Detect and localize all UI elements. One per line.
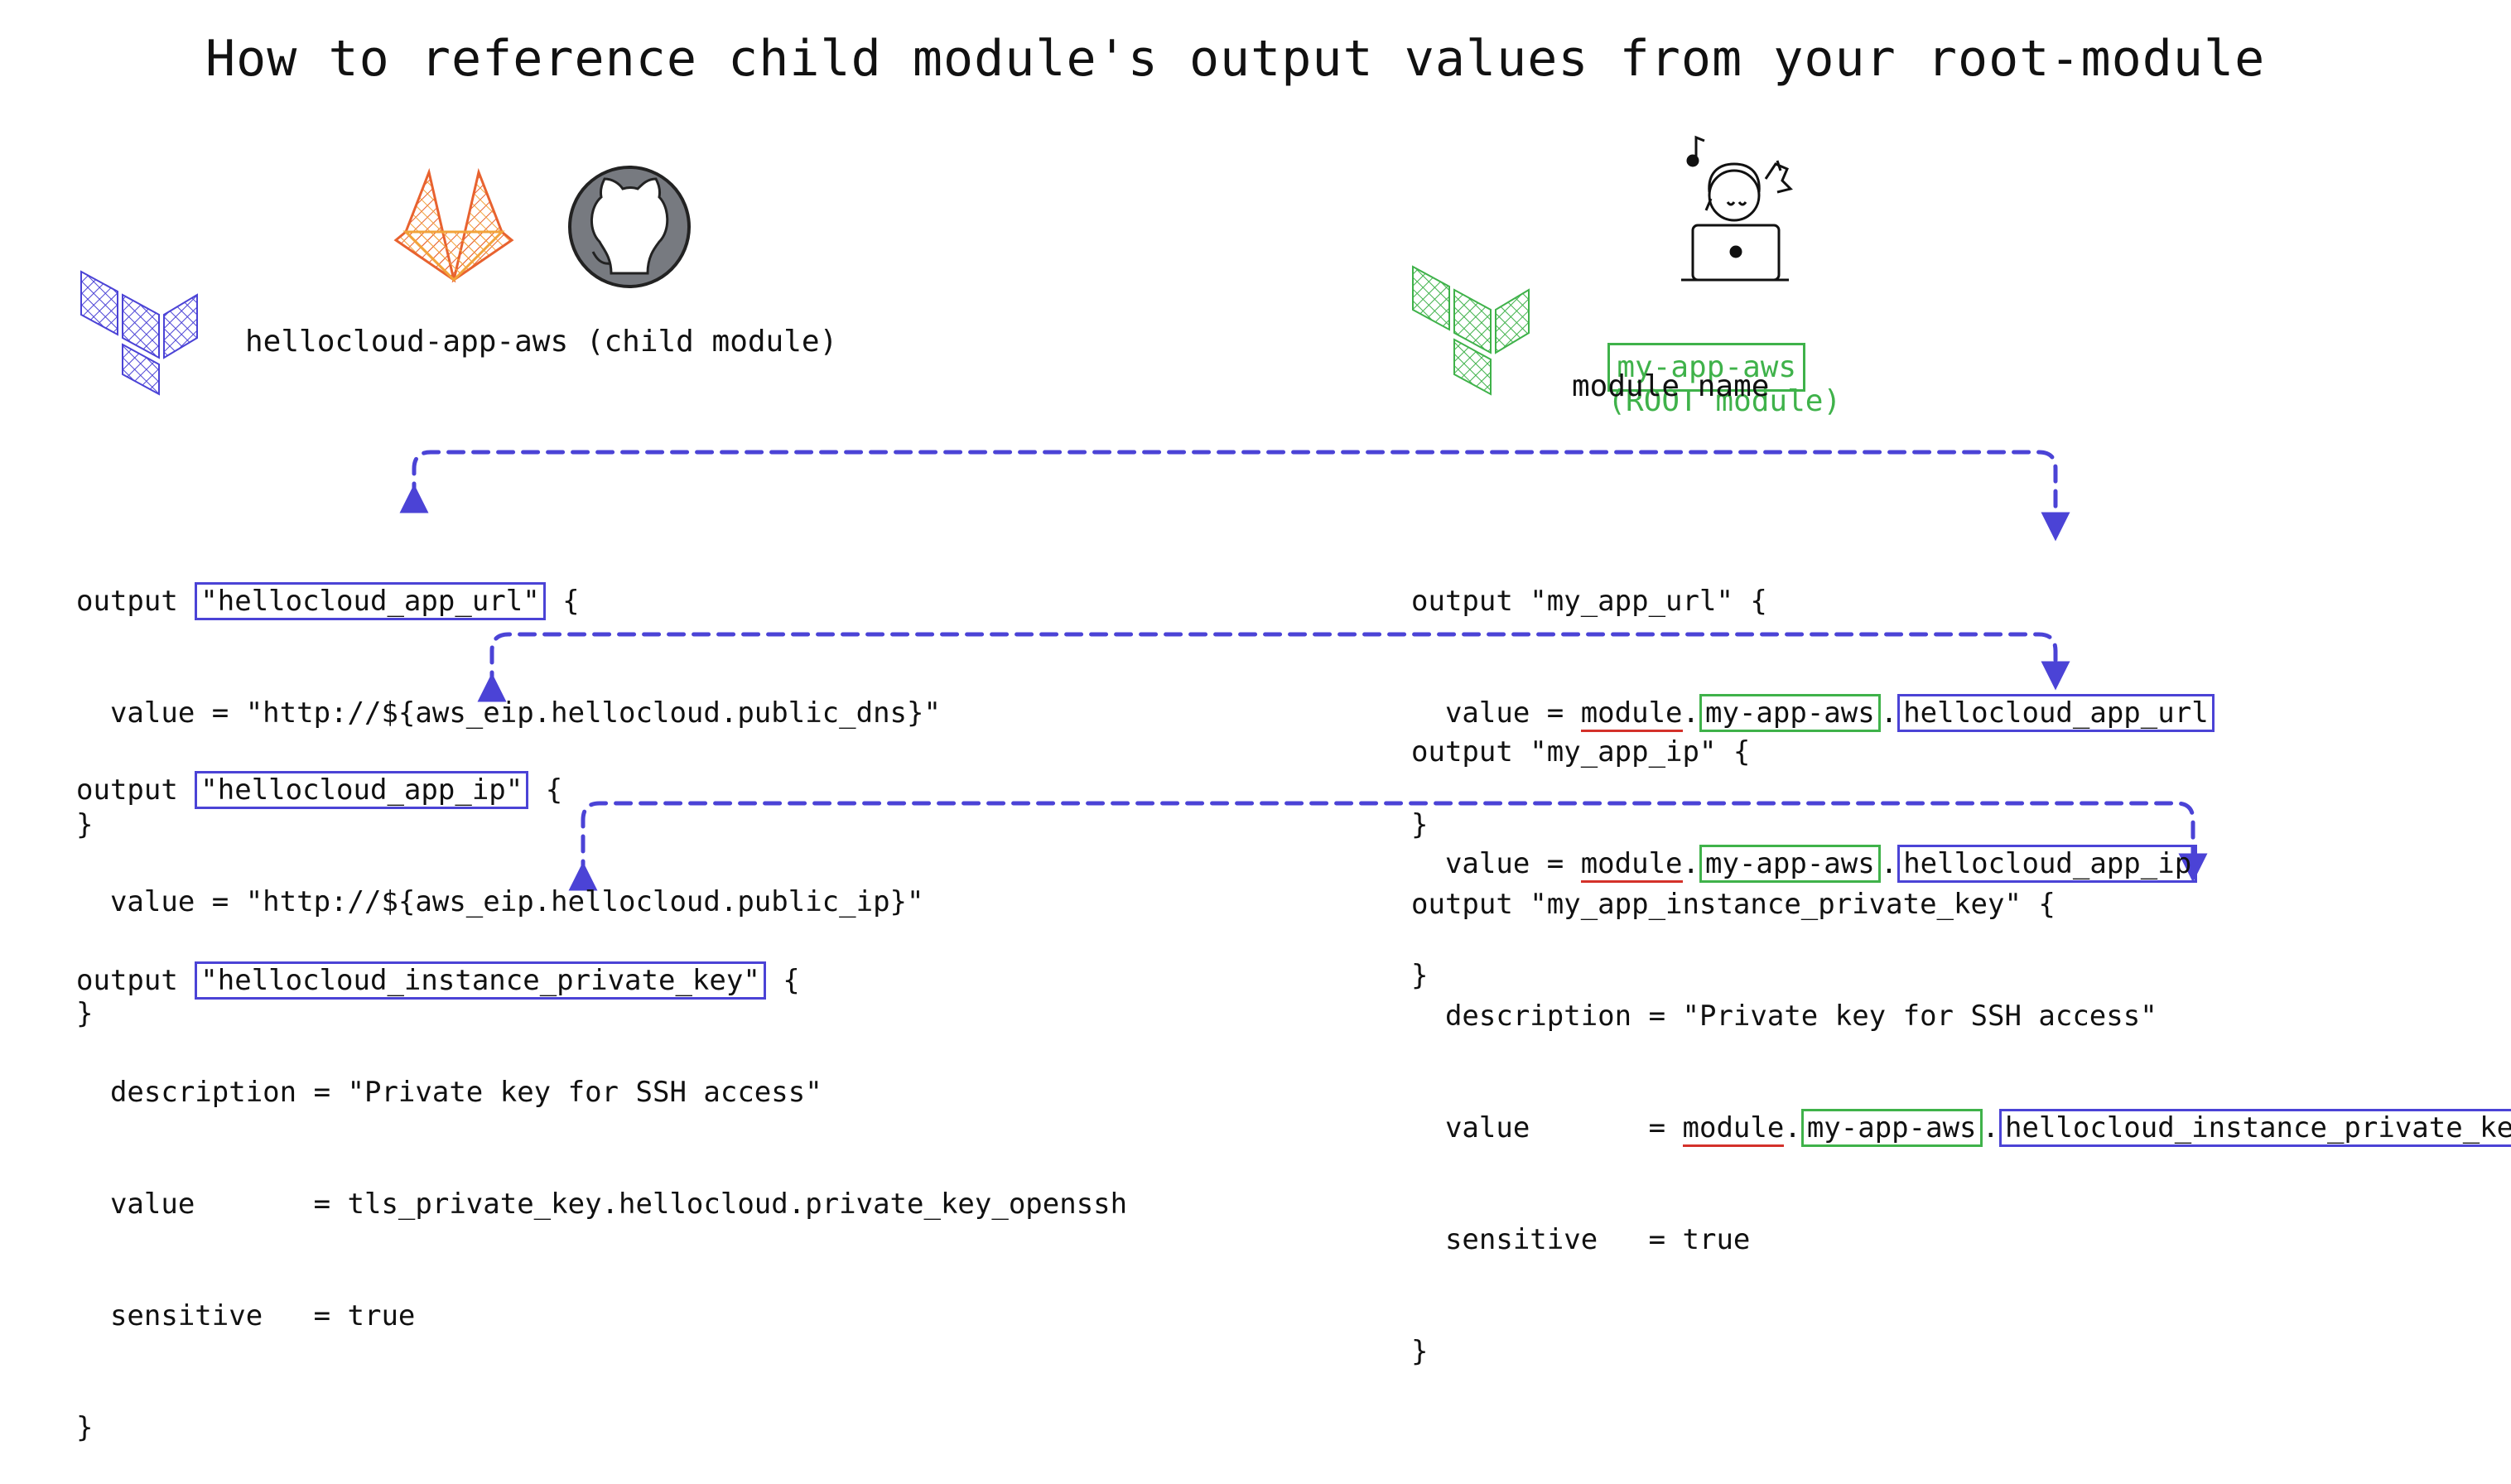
- code-line: description = "Private key for SSH acces…: [76, 1076, 822, 1109]
- arrow-app-url: [399, 450, 2070, 542]
- arrow-private-key: [568, 801, 2208, 891]
- code-line: description = "Private key for SSH acces…: [1411, 1000, 2157, 1033]
- code-line: output "hellocloud_instance_private_key"…: [76, 961, 1127, 1000]
- root-module-suffix: (ROOT module): [1607, 384, 1842, 418]
- code-line: }: [76, 808, 94, 841]
- code-line: sensitive = true: [1411, 1223, 1751, 1256]
- code-line: output "my_app_instance_private_key" {: [1411, 888, 2056, 921]
- code-line: value = module.my-app-aws.hellocloud_app…: [1411, 694, 2215, 732]
- child-output-app-url: output "hellocloud_app_url" { value = "h…: [76, 508, 941, 881]
- module-keyword: module: [1580, 696, 1683, 732]
- code-line: output "hellocloud_app_ip" {: [76, 771, 924, 809]
- output-name-box: "hellocloud_instance_private_key": [195, 961, 766, 1000]
- code-line: output "my_app_ip" {: [1411, 735, 1751, 768]
- root-module-name-box: my-app-aws: [1607, 343, 1806, 392]
- code-line: }: [1411, 1335, 1429, 1368]
- code-line: value = "http://${aws_eip.hellocloud.pub…: [76, 696, 941, 730]
- developer-with-laptop-icon: [1681, 135, 1793, 282]
- child-output-private-key: output "hellocloud_instance_private_key"…: [76, 888, 1127, 1484]
- module-name-box: my-app-aws: [1800, 1109, 1983, 1147]
- code-line: output "hellocloud_app_url" {: [76, 582, 941, 620]
- page-title: How to reference child module's output v…: [205, 30, 2266, 88]
- module-name-box: my-app-aws: [1699, 845, 1881, 883]
- module-name-box: my-app-aws: [1699, 694, 1881, 732]
- terraform-logo-icon: [1412, 265, 1530, 396]
- child-output-ref-box: hellocloud_app_url: [1897, 694, 2215, 732]
- code-line: value = module.my-app-aws.hellocloud_ins…: [1411, 1109, 2511, 1147]
- child-output-app-ip: output "hellocloud_app_ip" { value = "ht…: [76, 697, 924, 1070]
- module-keyword: module: [1682, 1111, 1785, 1147]
- github-logo-icon: [568, 166, 691, 288]
- output-name-box: "hellocloud_app_url": [195, 582, 546, 620]
- code-line: }: [1411, 808, 1429, 841]
- code-line: }: [76, 997, 94, 1030]
- child-output-ref-box: hellocloud_instance_private_key: [1999, 1109, 2511, 1147]
- code-line: value = "http://${aws_eip.hellocloud.pub…: [76, 885, 924, 918]
- arrow-app-ip: [477, 632, 2070, 702]
- root-output-app-ip: output "my_app_ip" { value = module.my-a…: [1411, 659, 2198, 1032]
- gitlab-logo-icon: [393, 167, 514, 283]
- code-line: value = tls_private_key.hellocloud.priva…: [76, 1188, 1128, 1221]
- terraform-logo-icon: [80, 270, 198, 396]
- root-module-label: my-app-aws (ROOT module): [1572, 316, 1841, 418]
- root-output-private-key: output "my_app_instance_private_key" { d…: [1411, 812, 2511, 1408]
- output-name-box: "hellocloud_app_ip": [195, 771, 529, 809]
- module-name-caption: module name: [1572, 369, 1770, 403]
- code-line: value = module.my-app-aws.hellocloud_app…: [1411, 845, 2198, 883]
- child-module-label: hellocloud-app-aws (child module): [245, 325, 838, 359]
- code-line: }: [76, 1411, 94, 1444]
- module-keyword: module: [1580, 847, 1683, 883]
- root-output-app-url: output "my_app_url" { value = module.my-…: [1411, 508, 2215, 881]
- code-line: output "my_app_url" {: [1411, 585, 1767, 618]
- diagram-graphics: [80, 135, 2208, 891]
- code-line: sensitive = true: [76, 1299, 416, 1332]
- code-line: }: [1411, 959, 1429, 992]
- child-output-ref-box: hellocloud_app_ip: [1897, 845, 2198, 883]
